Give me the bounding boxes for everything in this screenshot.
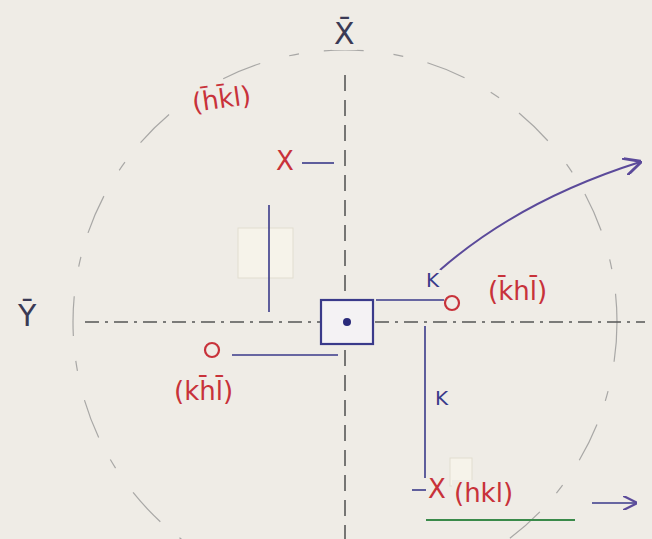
underline <box>426 519 575 521</box>
leader-line <box>268 205 270 312</box>
distance-line <box>424 326 426 478</box>
pole-circle <box>205 343 219 357</box>
rotation-arrow <box>440 162 640 270</box>
leader-line <box>412 489 426 491</box>
distance-label: K <box>424 270 441 291</box>
leader-line <box>302 162 334 164</box>
distance-line <box>376 299 444 301</box>
distance-label: K <box>433 388 450 409</box>
miller-index: (kh̄l̄) <box>172 378 235 405</box>
pole-circle <box>445 296 459 310</box>
tape-patch <box>238 228 293 278</box>
miller-index: (k̄hl̄) <box>486 278 549 305</box>
miller-index: (h̄k̄l) <box>188 82 254 118</box>
primitive-circle <box>73 50 617 539</box>
leader-line <box>232 354 338 356</box>
pole-cross: X <box>274 148 296 175</box>
pointer-arrow <box>592 502 636 504</box>
miller-index: (hkl) <box>452 480 515 507</box>
rotation-axis-symbol <box>321 300 373 344</box>
axis-label: Ȳ <box>16 300 38 332</box>
axis-dot <box>343 318 351 326</box>
axis-label: X̄ <box>332 18 357 50</box>
pole-cross: X <box>426 476 448 503</box>
